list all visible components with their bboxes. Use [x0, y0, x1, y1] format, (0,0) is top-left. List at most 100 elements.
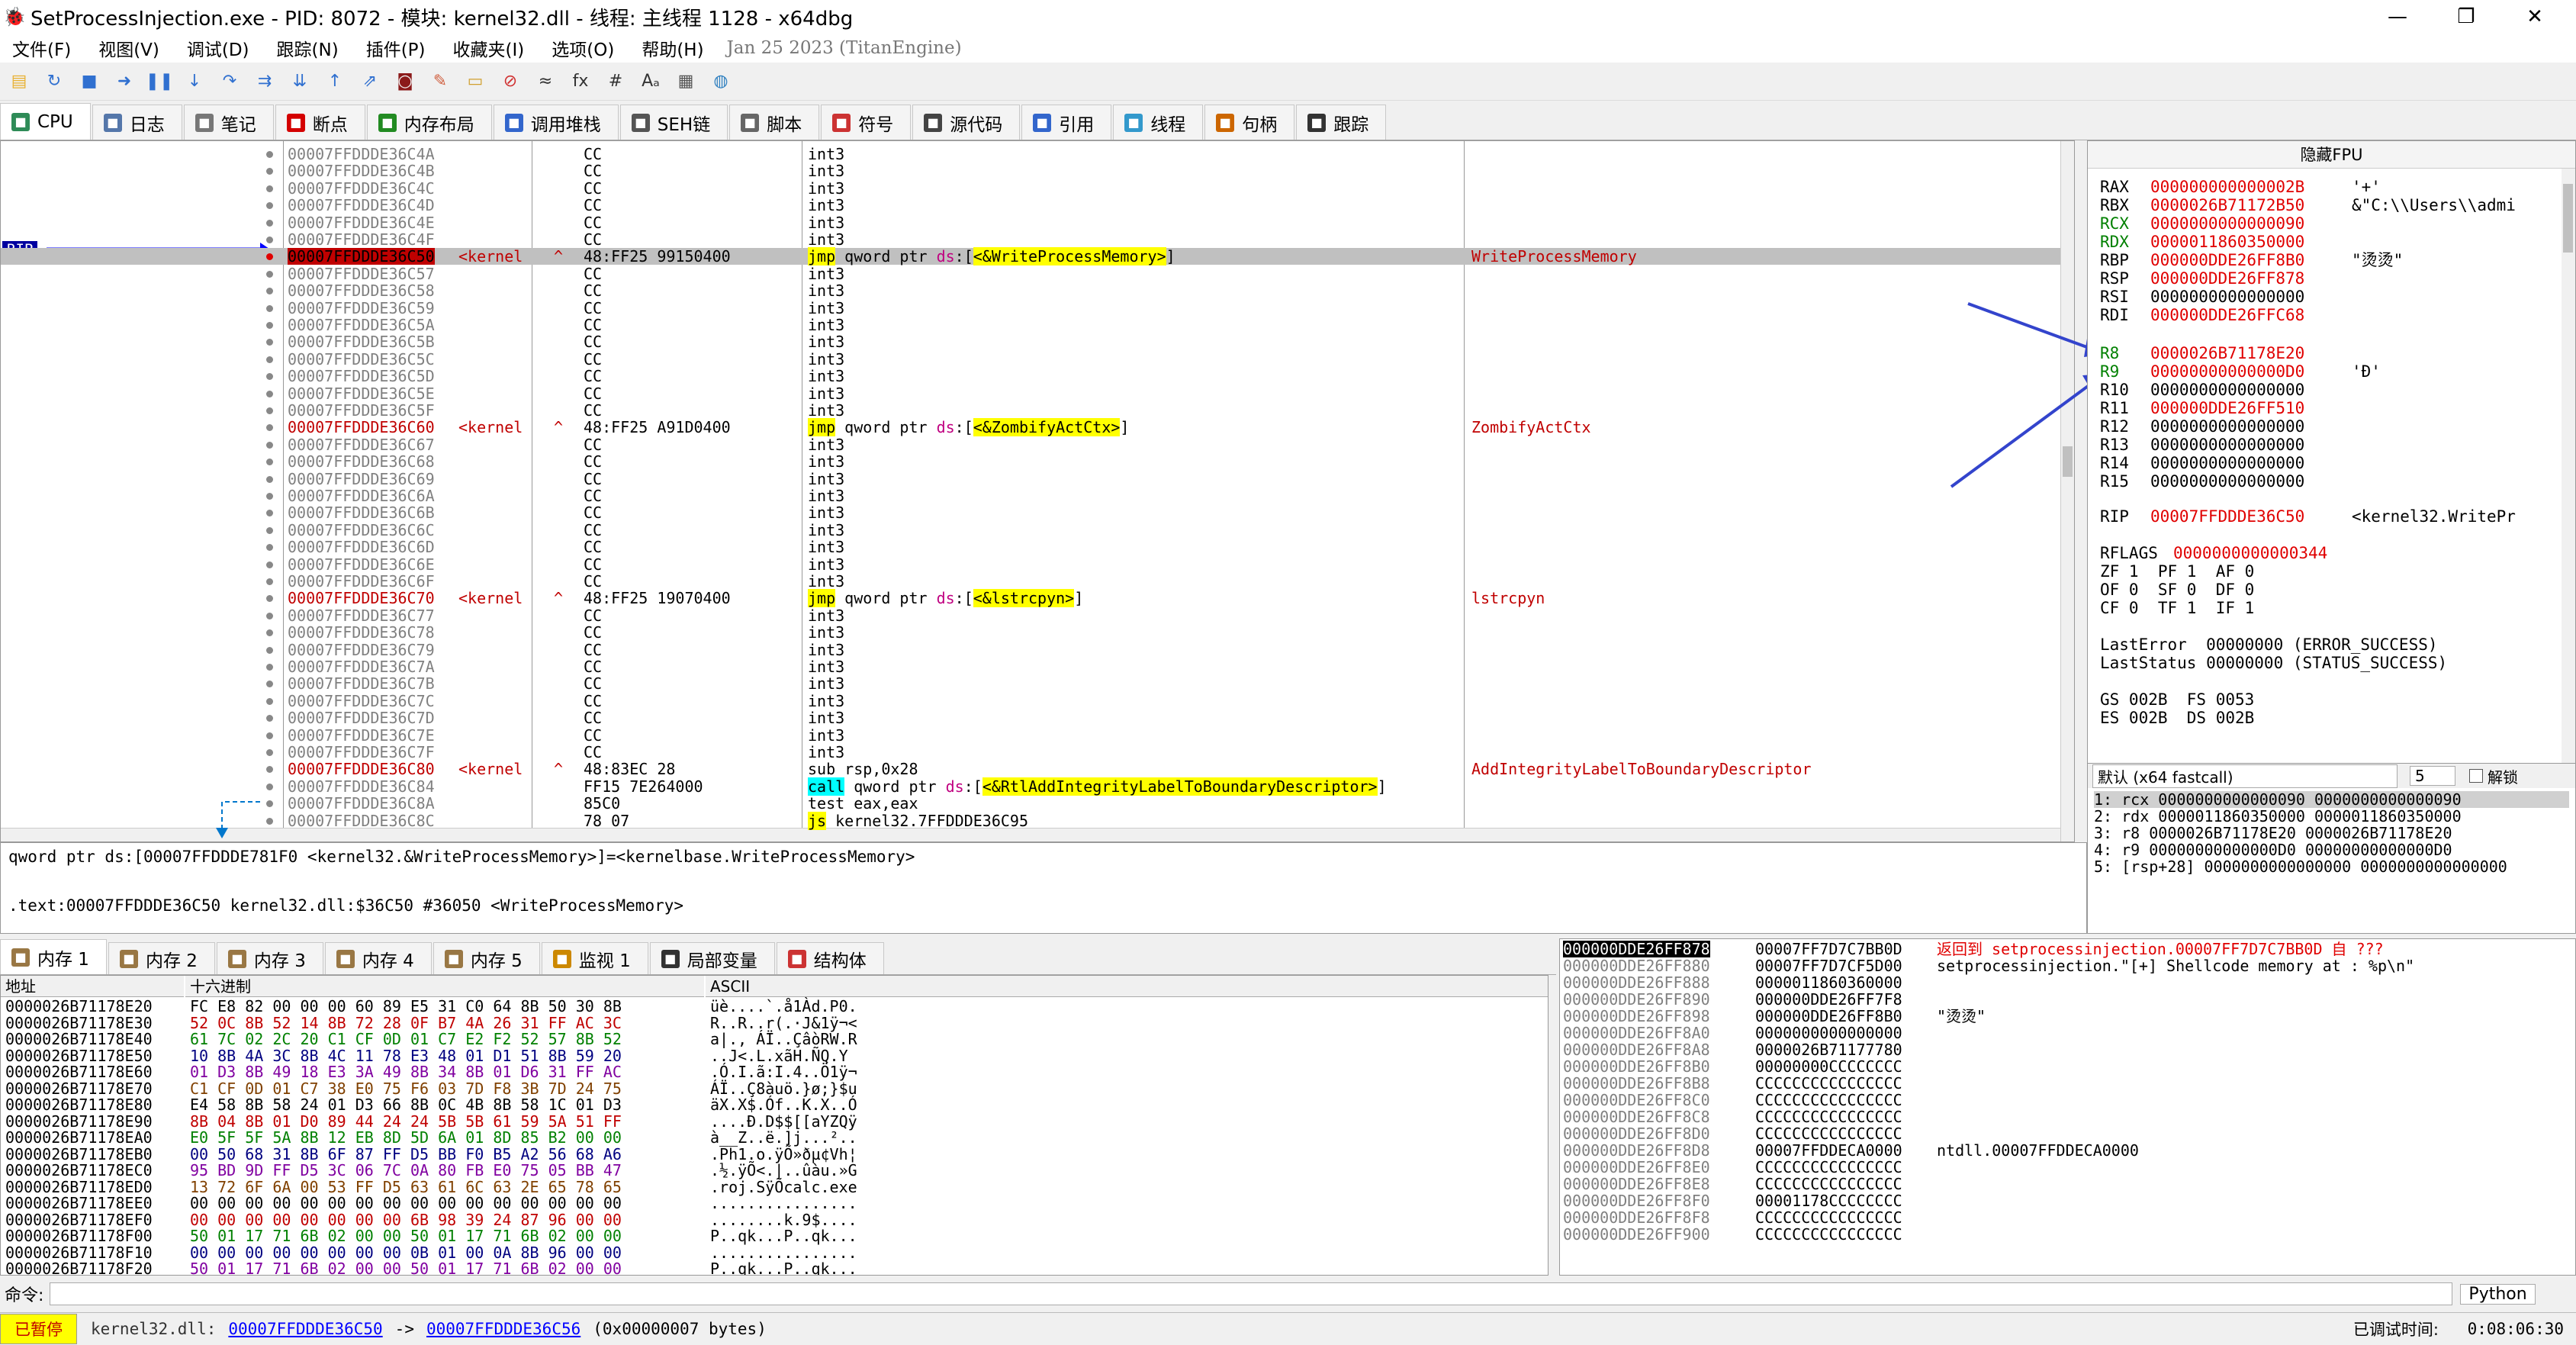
flags-row[interactable]: OF 0 SF 0 DF 0: [2100, 581, 2255, 599]
dump-hex[interactable]: 50 01 17 71 6B 02 00 00 50 01 17 71 6B 0…: [190, 1227, 622, 1245]
stack-address[interactable]: 000000DDE26FF8A0: [1563, 1024, 1710, 1042]
stack-value[interactable]: 00000000CCCCCCCC: [1755, 1057, 1902, 1076]
dump-tab-6[interactable]: ■局部变量: [649, 942, 775, 974]
breakpoint-dot[interactable]: [266, 646, 273, 654]
callconv-select[interactable]: 默认 (x64 fastcall): [2092, 764, 2398, 788]
tab-6[interactable]: ■SEH链: [619, 105, 728, 140]
stack-value[interactable]: 00007FFDDECA0000: [1755, 1141, 1902, 1160]
stack-address[interactable]: 000000DDE26FF8C0: [1563, 1091, 1710, 1109]
reg-rdx-value[interactable]: 0000011860350000: [2150, 233, 2305, 251]
breakpoint-dot[interactable]: [266, 390, 273, 397]
disasm-row[interactable]: 00007FFDDDE36C70<kernel^48:FF25 19070400…: [1, 589, 2060, 608]
stack-value[interactable]: 00007FF7D7CF5D00: [1755, 957, 1902, 975]
breakpoint-dot[interactable]: [266, 800, 273, 808]
reg-rcx-value[interactable]: 0000000000000090: [2150, 214, 2305, 233]
reg-rbp-value[interactable]: 000000DDE26FF8B0: [2150, 251, 2305, 269]
dump-ascii[interactable]: ........k.9$....: [710, 1210, 857, 1229]
stack-value[interactable]: 0000026B71177780: [1755, 1041, 1902, 1059]
breakpoint-dot[interactable]: [266, 732, 273, 739]
minimize-button[interactable]: —: [2388, 5, 2407, 28]
dump-address[interactable]: 0000026B71178E40: [5, 1030, 153, 1048]
registers-scrollbar[interactable]: [2562, 169, 2575, 825]
dump-ascii[interactable]: P..qk...P..qk...: [710, 1227, 857, 1245]
close-button[interactable]: ✕: [2526, 5, 2543, 28]
menu-item-1[interactable]: 视图(V): [98, 40, 159, 60]
maximize-button[interactable]: ❐: [2457, 5, 2475, 28]
menu-item-3[interactable]: 跟踪(N): [276, 40, 339, 60]
stack-address[interactable]: 000000DDE26FF898: [1563, 1007, 1710, 1025]
dump-hex[interactable]: C1 CF 0D 01 C7 38 E0 75 F6 03 7D F8 3B 7…: [190, 1079, 622, 1098]
dump-tab-4[interactable]: ■内存 5: [433, 942, 540, 974]
stack-value[interactable]: CCCCCCCCCCCCCCCC: [1755, 1158, 1902, 1176]
dump-hex[interactable]: FC E8 82 00 00 00 60 89 E5 31 C0 64 8B 5…: [190, 997, 622, 1015]
dump-address[interactable]: 0000026B71178E50: [5, 1046, 153, 1065]
dump-hex[interactable]: 00 00 00 00 00 00 00 00 6B 98 39 24 87 9…: [190, 1210, 622, 1229]
stack-value[interactable]: CCCCCCCCCCCCCCCC: [1755, 1125, 1902, 1143]
dump-address[interactable]: 0000026B71178EC0: [5, 1161, 153, 1179]
stack-address[interactable]: 000000DDE26FF880: [1563, 957, 1710, 975]
dump-ascii[interactable]: à__Z..ë.]j...²..: [710, 1128, 857, 1147]
reg-r14-value[interactable]: 0000000000000000: [2150, 454, 2305, 472]
disassembly-view[interactable]: RIP 00007FFDDDE36C4ACCint300007FFDDDE36C…: [0, 140, 2075, 842]
run-icon[interactable]: ➜: [117, 72, 132, 91]
breakpoint-dot[interactable]: [266, 629, 273, 637]
breakpoint-dot[interactable]: [266, 253, 273, 261]
breakpoint-dot[interactable]: [266, 526, 273, 534]
menu-item-7[interactable]: 帮助(H): [642, 40, 704, 60]
command-input[interactable]: [50, 1282, 2453, 1305]
dump-address[interactable]: 0000026B71178E20: [5, 997, 153, 1015]
breakpoint-dot[interactable]: [266, 510, 273, 517]
dump-tab-5[interactable]: ■监视 1: [541, 942, 648, 974]
breakpoint-dot[interactable]: [266, 356, 273, 363]
reg-rbx-value[interactable]: 0000026B71172B50: [2150, 196, 2305, 214]
breakpoint-dot[interactable]: [266, 219, 273, 227]
dump-ascii[interactable]: üè....`.å1Àd.P0.: [710, 997, 857, 1015]
stop-icon[interactable]: ■: [81, 72, 98, 91]
breakpoint-dot[interactable]: [266, 270, 273, 278]
tab-9[interactable]: ■源代码: [912, 105, 1021, 140]
dump-ascii[interactable]: .Ó.I.ã:I.4..Ö1ÿ¬: [710, 1063, 857, 1081]
breakpoint-dot[interactable]: [266, 288, 273, 295]
stack-address[interactable]: 000000DDE26FF8B0: [1563, 1057, 1710, 1076]
dump-tab-2[interactable]: ■内存 3: [216, 942, 323, 974]
menu-item-2[interactable]: 调试(D): [186, 40, 249, 60]
breakpoint-dot[interactable]: [266, 202, 273, 210]
dump-tab-1[interactable]: ■内存 2: [108, 942, 215, 974]
dump-ascii[interactable]: ................: [710, 1194, 857, 1212]
dump-ascii[interactable]: R..R..r(.·J&1ÿ¬<: [710, 1013, 857, 1032]
calculator-icon[interactable]: ▦: [677, 72, 694, 91]
dump-address[interactable]: 0000026B71178F00: [5, 1227, 153, 1245]
stack-value[interactable]: CCCCCCCCCCCCCCCC: [1755, 1074, 1902, 1092]
arg-row[interactable]: 3: r8 0000026B71178E20 0000026B71178E20: [2094, 824, 2452, 842]
stack-address[interactable]: 000000DDE26FF888: [1563, 973, 1710, 992]
trace-into-icon[interactable]: ⇉: [257, 72, 272, 91]
open-icon[interactable]: ▤: [11, 72, 27, 91]
pause-icon[interactable]: ❚❚: [145, 72, 174, 91]
breakpoint-dot[interactable]: [266, 749, 273, 756]
breakpoint-dot[interactable]: [266, 493, 273, 500]
menu-item-6[interactable]: 选项(O): [552, 40, 615, 60]
dump-address[interactable]: 0000026B71178F20: [5, 1260, 153, 1276]
dump-hex[interactable]: 95 BD 9D FF D5 3C 06 7C 0A 80 FB E0 75 0…: [190, 1161, 622, 1179]
unlock-checkbox[interactable]: [2469, 769, 2483, 783]
breakpoint-dot[interactable]: [266, 459, 273, 466]
stack-value[interactable]: 00001178CCCCCCCC: [1755, 1192, 1902, 1210]
dump-hex[interactable]: 01 D3 8B 49 18 E3 3A 49 8B 34 8B 01 D6 3…: [190, 1063, 622, 1081]
